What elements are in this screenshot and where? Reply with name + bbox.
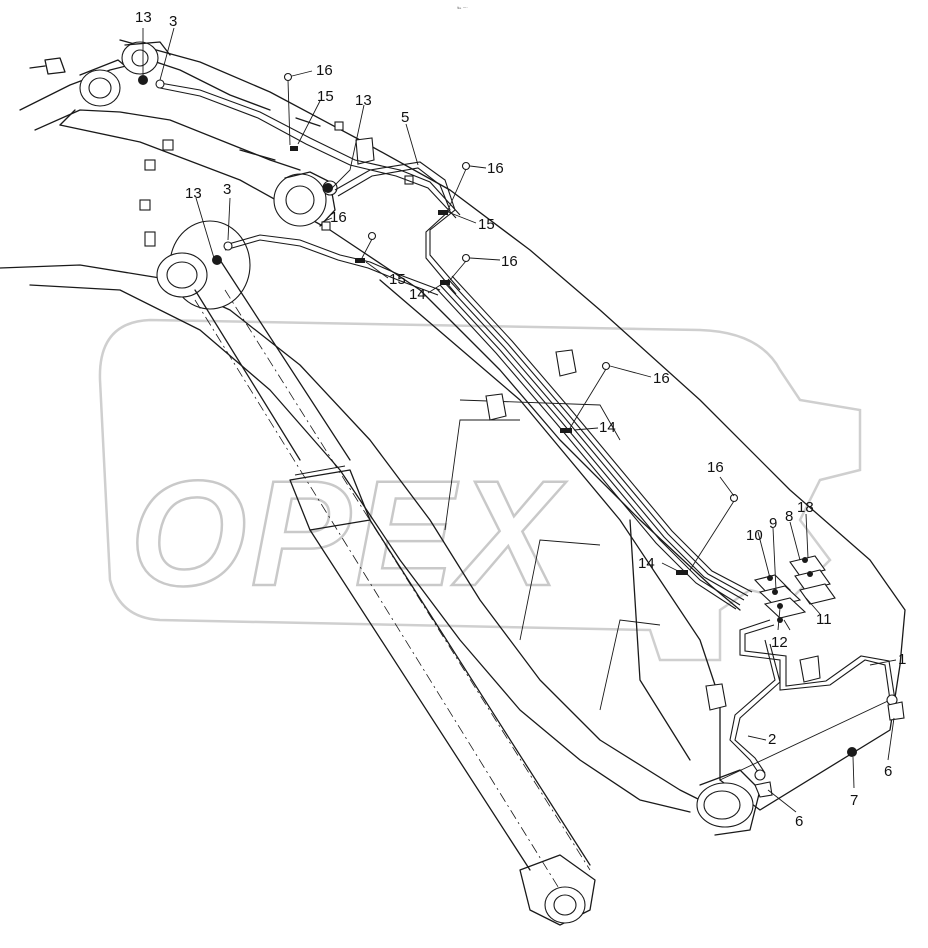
callout-18: 18 [797, 499, 814, 516]
callout-15: 15 [317, 88, 334, 105]
callout-7: 7 [850, 792, 858, 809]
callout-9: 9 [769, 515, 777, 532]
callout-15: 15 [478, 216, 495, 233]
callout-1: 1 [898, 651, 906, 668]
valve-fittings [138, 72, 905, 798]
callout-16: 16 [653, 370, 670, 387]
callout-14: 14 [599, 419, 616, 436]
callout-5: 5 [401, 109, 409, 126]
callout-3: 3 [169, 13, 177, 30]
header-mark: ℡ ···· [456, 5, 468, 10]
callout-14: 14 [638, 555, 655, 572]
clamp-brackets [139, 117, 821, 711]
callout-13: 13 [135, 9, 152, 26]
callout-16: 16 [330, 209, 347, 226]
callout-6: 6 [795, 813, 803, 830]
callout-6: 6 [884, 763, 892, 780]
hydraulic-lines [159, 82, 896, 776]
callout-13: 13 [185, 185, 202, 202]
boom-head-pin [29, 41, 171, 107]
callout-labels: 13 3 16 15 13 5 16 13 3 16 15 16 15 14 1… [135, 9, 906, 830]
watermark: OPEX [98, 318, 862, 662]
callout-8: 8 [785, 508, 793, 525]
callout-16: 16 [487, 160, 504, 177]
callout-16: 16 [707, 459, 724, 476]
leader-lines [142, 27, 897, 813]
watermark-text: OPEX [130, 449, 567, 617]
arm-cylinder-mount [273, 171, 338, 227]
callout-3: 3 [223, 181, 231, 198]
callout-12: 12 [771, 634, 788, 651]
callout-13: 13 [355, 92, 372, 109]
callout-2: 2 [768, 731, 776, 748]
callout-10: 10 [746, 527, 763, 544]
callout-14: 14 [409, 286, 426, 303]
callout-16: 16 [316, 62, 333, 79]
callout-16: 16 [501, 253, 518, 270]
callout-15: 15 [389, 271, 406, 288]
callout-11: 11 [816, 611, 832, 628]
